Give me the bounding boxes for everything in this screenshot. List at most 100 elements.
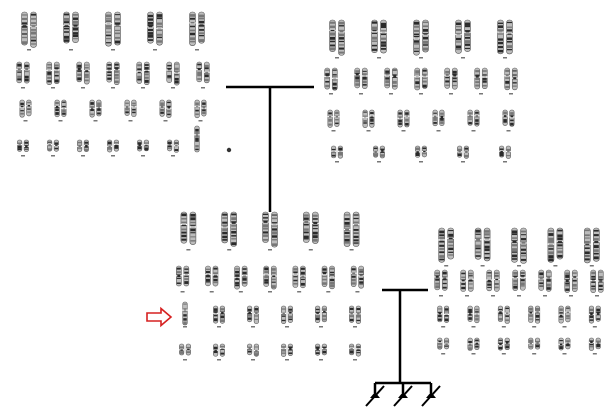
chromosome-number xyxy=(439,295,443,297)
chromosome-number xyxy=(461,161,465,163)
chromosome xyxy=(565,305,571,323)
chromosome-pair xyxy=(438,227,455,267)
chromosome-number xyxy=(81,87,85,89)
chromosome xyxy=(54,99,60,118)
chromosome-pair xyxy=(281,343,293,361)
chromosome-number xyxy=(335,57,339,59)
chromosome-number xyxy=(441,326,446,328)
chromosome xyxy=(538,269,545,291)
chromosome-number xyxy=(569,295,573,297)
chromosome xyxy=(63,11,70,44)
chromosome xyxy=(205,265,211,287)
chromosome xyxy=(331,145,337,159)
chromosome-pair xyxy=(384,67,398,95)
chromosome-pair xyxy=(497,19,513,59)
chromosome-pair xyxy=(414,67,428,95)
chromosome xyxy=(106,61,113,83)
chromosome-pair xyxy=(159,99,172,122)
chromosome-number xyxy=(23,120,28,122)
chromosome xyxy=(212,265,219,287)
chromosome-number xyxy=(163,120,168,122)
chromosome-pair xyxy=(432,109,445,132)
chromosome-pair xyxy=(137,139,149,157)
chromosome xyxy=(83,139,89,152)
chromosome-number xyxy=(201,87,205,89)
chromosome xyxy=(558,337,564,351)
chromosome xyxy=(105,11,112,47)
chromosome-number xyxy=(111,49,115,51)
chromosome xyxy=(337,145,343,159)
chromosome-number xyxy=(366,130,371,132)
chromosome xyxy=(556,227,564,260)
chromosome-pair xyxy=(196,61,210,89)
chromosome xyxy=(434,269,441,291)
chromosome-number xyxy=(308,249,313,251)
chromosome-number xyxy=(509,93,513,95)
miscarriage-symbol xyxy=(421,383,441,407)
chromosome xyxy=(545,269,552,292)
chromosome-number xyxy=(503,57,507,59)
chromosome xyxy=(159,99,165,117)
chromosome-number xyxy=(517,295,521,297)
chromosome xyxy=(379,145,385,159)
chromosome xyxy=(464,19,471,52)
chromosome xyxy=(463,145,469,159)
chromosome-pair xyxy=(528,305,541,328)
miscarriage-symbol xyxy=(365,383,385,407)
chromosome-pair xyxy=(182,301,188,328)
chromosome xyxy=(528,305,534,323)
chromosome-pair xyxy=(362,109,375,132)
chromosome-number xyxy=(562,326,567,328)
chromosome-pair xyxy=(497,337,510,355)
chromosome xyxy=(96,99,102,117)
chromosome xyxy=(287,305,293,323)
chromosome xyxy=(46,61,53,86)
chromosome-pair xyxy=(497,305,510,328)
chromosome-pair xyxy=(136,61,150,89)
chromosome xyxy=(16,61,23,84)
chromosome-pair xyxy=(474,227,491,267)
chromosome xyxy=(194,99,200,119)
chromosome-pair xyxy=(16,61,30,89)
chromosome-pair xyxy=(329,19,345,59)
chromosome xyxy=(166,99,172,118)
chromosome-pair xyxy=(349,343,361,361)
chromosome-pair xyxy=(124,99,137,122)
chromosome-number xyxy=(198,120,203,122)
chromosome-pair xyxy=(263,265,277,293)
chromosome-number xyxy=(377,57,381,59)
chromosome-number xyxy=(171,155,175,157)
chromosome-number xyxy=(589,265,594,267)
chromosome xyxy=(338,19,345,56)
chromosome xyxy=(391,67,398,90)
chromosome xyxy=(30,11,37,48)
chromosome-number xyxy=(285,359,289,361)
chromosome xyxy=(505,145,511,159)
chromosome-pair xyxy=(590,269,604,297)
chromosome xyxy=(474,109,480,127)
chromosome xyxy=(137,139,143,152)
chromosome-pair xyxy=(467,337,480,355)
chromosome-pair xyxy=(434,269,448,297)
chromosome-pair xyxy=(321,265,335,293)
chromosome xyxy=(438,227,446,263)
chromosome xyxy=(21,11,28,46)
chromosome-pair xyxy=(262,211,278,251)
chromosome xyxy=(83,61,90,85)
chromosome xyxy=(270,265,277,290)
chromosome-pair xyxy=(371,19,387,59)
chromosome xyxy=(136,61,143,84)
chromosome xyxy=(352,211,360,247)
chromosome xyxy=(502,109,508,126)
chromosome xyxy=(324,67,331,90)
chromosome xyxy=(432,109,438,127)
chromosome-number xyxy=(180,291,185,293)
chromosome-number xyxy=(51,87,55,89)
chromosome xyxy=(350,265,357,287)
chromosome xyxy=(460,269,467,292)
chromosome xyxy=(486,269,493,292)
chromosome xyxy=(534,337,541,350)
chromosome-pair xyxy=(415,145,427,163)
chromosome-number xyxy=(436,130,441,132)
